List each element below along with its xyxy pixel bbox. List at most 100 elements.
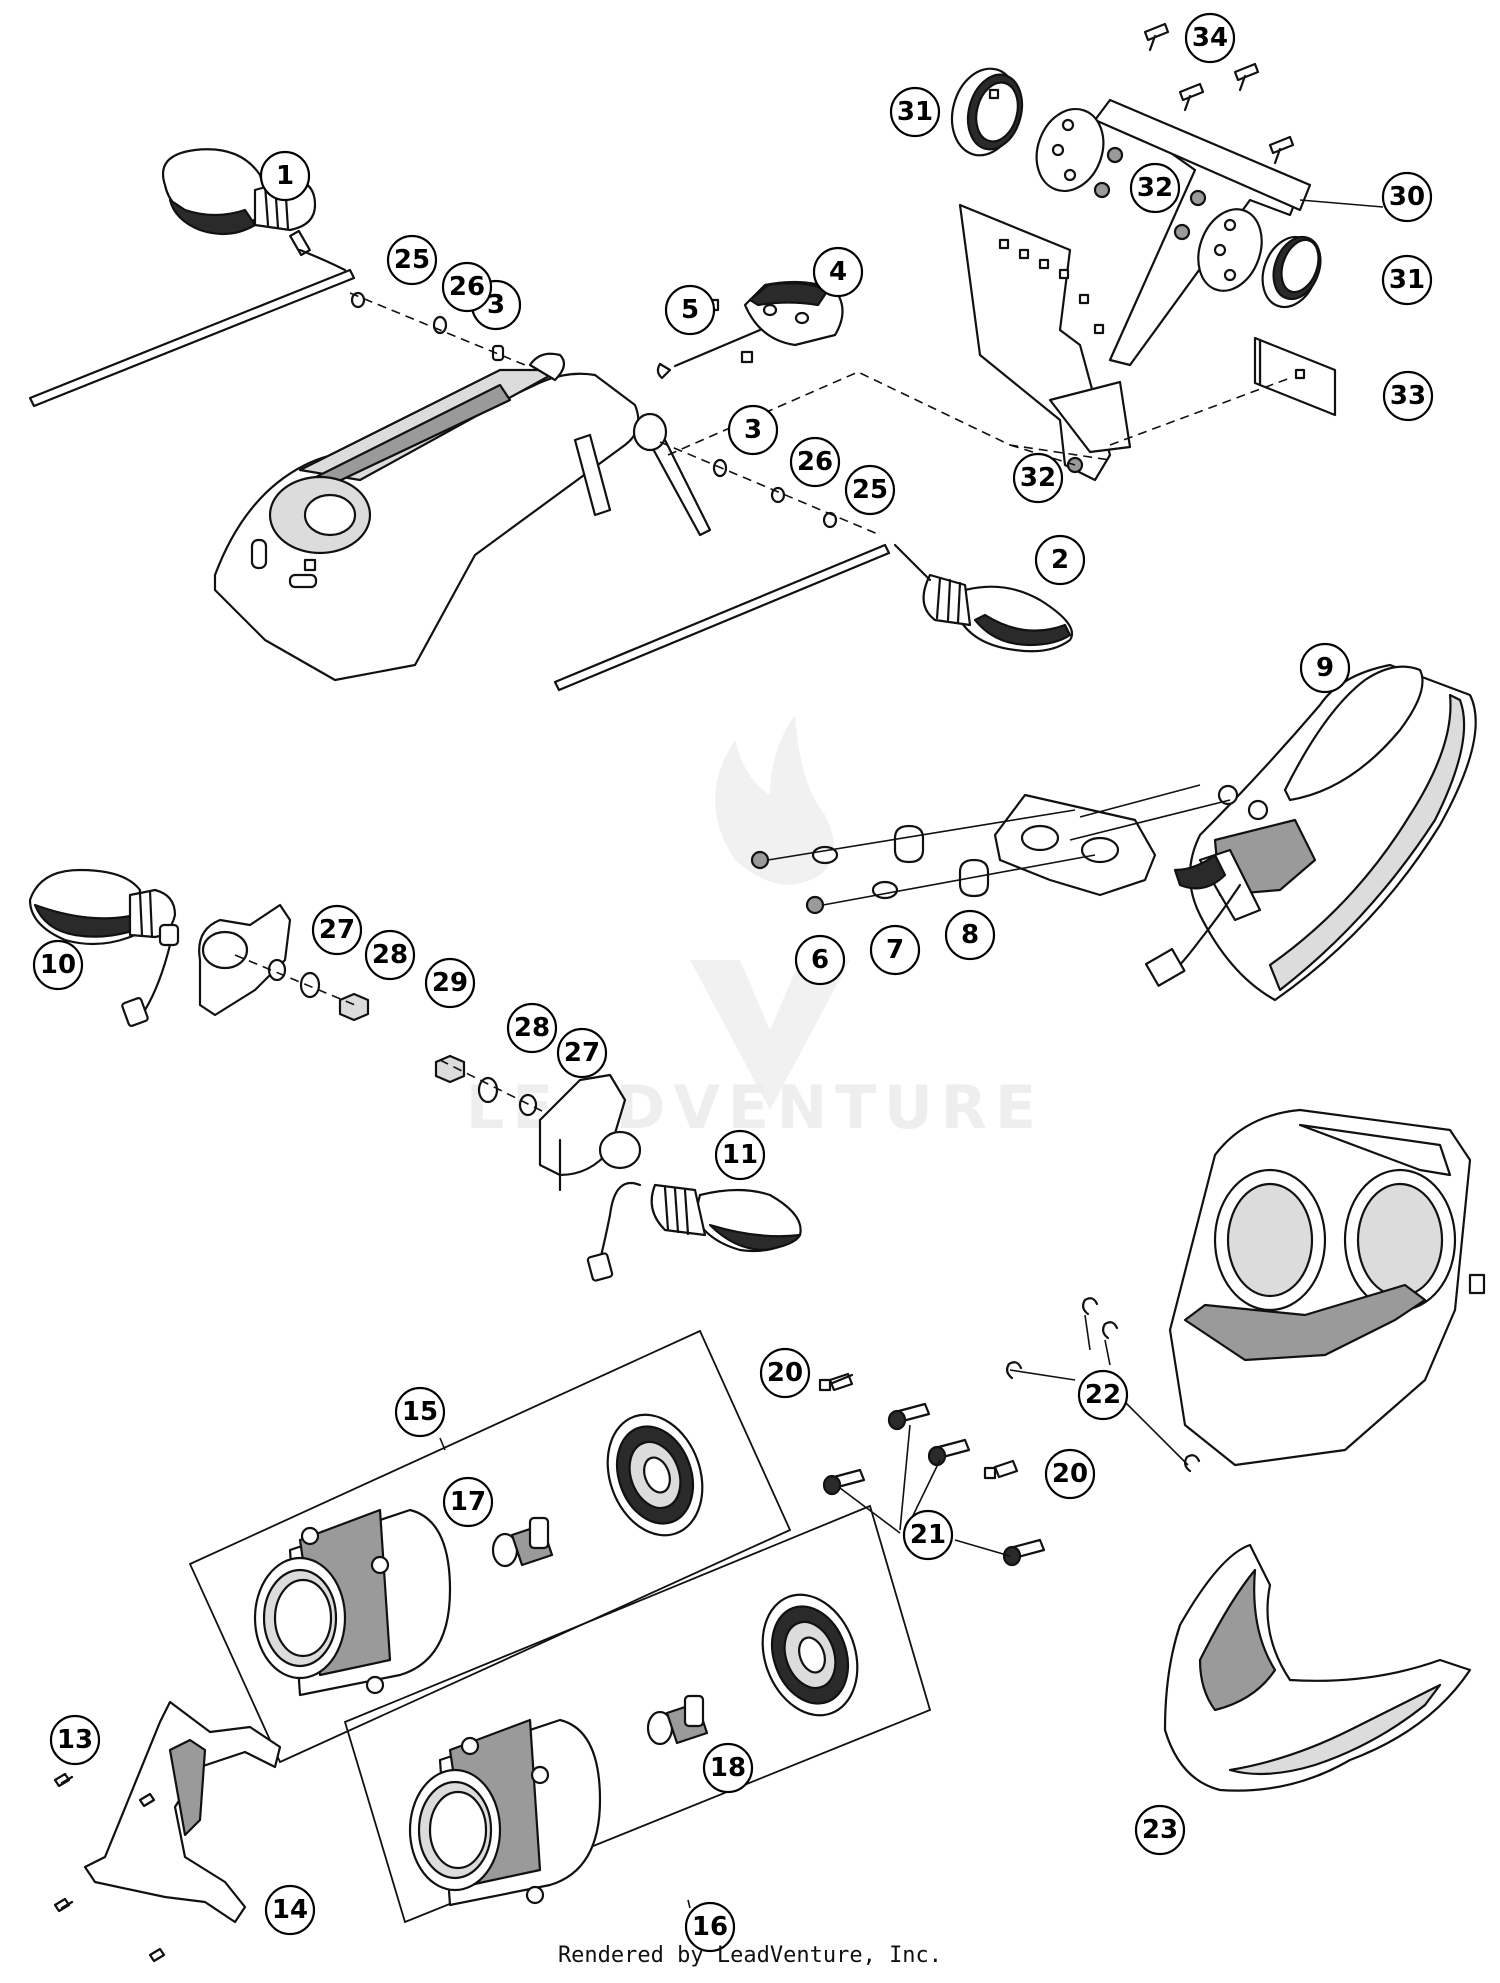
svg-text:33: 33	[1390, 381, 1426, 411]
bulb-17	[491, 1516, 554, 1568]
reflector-left	[950, 67, 1024, 157]
svg-text:15: 15	[402, 1397, 438, 1427]
callout-2: 2	[1034, 534, 1086, 586]
rubber-damper	[743, 280, 844, 347]
callout-3b: 3	[727, 404, 779, 456]
callout-34: 34	[1184, 12, 1236, 64]
callout-29: 29	[424, 957, 476, 1009]
callout-25a: 25	[386, 234, 438, 286]
reflector-right	[1261, 235, 1322, 309]
cable-rod-right	[553, 543, 891, 692]
headlight-cover-16	[761, 1593, 859, 1717]
callout-15: 15	[394, 1386, 446, 1438]
callout-11: 11	[714, 1129, 766, 1181]
svg-text:8: 8	[961, 920, 979, 950]
callout-26b: 26	[789, 436, 841, 488]
headlight-bracket-14	[83, 1700, 282, 1924]
headlight-housing	[1168, 1108, 1486, 1467]
svg-text:23: 23	[1142, 1815, 1178, 1845]
screw-20-upper	[818, 1372, 854, 1392]
callout-1: 1	[259, 150, 311, 202]
svg-text:18: 18	[710, 1753, 746, 1783]
svg-text:13: 13	[57, 1725, 93, 1755]
indicator-front-left	[162, 148, 347, 272]
svg-text:31: 31	[897, 97, 933, 127]
washer-7	[811, 845, 899, 900]
washer-28-right	[477, 1076, 499, 1104]
svg-text:11: 11	[722, 1140, 758, 1170]
washer-27-right	[518, 1093, 538, 1117]
callout-16: 16	[684, 1901, 736, 1953]
svg-text:14: 14	[272, 1895, 308, 1925]
bulb-18	[646, 1694, 709, 1746]
svg-text:10: 10	[40, 950, 76, 980]
callout-6: 6	[794, 934, 846, 986]
indicator-rear-right-bracket	[538, 1073, 642, 1192]
headlight-16	[408, 1718, 602, 1907]
indicator-mount-bracket	[213, 352, 712, 682]
bolts-21	[822, 1402, 1046, 1567]
svg-text:25: 25	[852, 475, 888, 505]
svg-text:28: 28	[514, 1013, 550, 1043]
callout-27a: 27	[311, 904, 363, 956]
footer-credit: Rendered by LeadVenture, Inc.	[557, 1943, 943, 1968]
callout-32a: 32	[1129, 162, 1181, 214]
nut-29b	[434, 1054, 466, 1084]
callout-10: 10	[32, 939, 84, 991]
svg-text:20: 20	[767, 1358, 803, 1388]
svg-text:5: 5	[681, 295, 699, 325]
callout-17: 17	[442, 1476, 494, 1528]
indicator-front-right	[893, 543, 1073, 653]
svg-text:3: 3	[744, 415, 762, 445]
headlight-15	[253, 1508, 452, 1697]
callout-31a: 31	[889, 86, 941, 138]
callout-4: 4	[812, 246, 864, 298]
callout-9: 9	[1299, 642, 1351, 694]
tail-light-bracket	[993, 793, 1157, 897]
callout-25b: 25	[844, 464, 896, 516]
svg-text:26: 26	[449, 272, 485, 302]
svg-text:27: 27	[319, 915, 355, 945]
nuts-32	[1066, 146, 1207, 474]
callout-5: 5	[664, 284, 716, 336]
headlight-group-15-frame	[188, 1329, 792, 1764]
callout-26a: 26	[441, 261, 493, 313]
callout-31b: 31	[1381, 254, 1433, 306]
svg-text:26: 26	[797, 447, 833, 477]
callout-28b: 28	[506, 1002, 558, 1054]
callout-20a: 20	[759, 1347, 811, 1399]
indicator-rear-left-bracket	[198, 903, 292, 1017]
screws-34	[1143, 22, 1295, 165]
license-plate-holder	[958, 98, 1312, 482]
svg-text:31: 31	[1389, 265, 1425, 295]
callout-8: 8	[944, 909, 996, 961]
svg-text:3: 3	[487, 290, 505, 320]
svg-text:32: 32	[1020, 463, 1056, 493]
svg-text:16: 16	[692, 1912, 728, 1942]
front-cowl-23	[1163, 1543, 1472, 1792]
svg-text:32: 32	[1137, 173, 1173, 203]
svg-text:28: 28	[372, 940, 408, 970]
callout-13: 13	[49, 1714, 101, 1766]
svg-text:34: 34	[1192, 23, 1228, 53]
svg-text:7: 7	[886, 935, 904, 965]
callout-27b: 27	[556, 1027, 608, 1079]
svg-text:21: 21	[910, 1520, 946, 1550]
callout-22: 22	[1077, 1369, 1129, 1421]
svg-text:27: 27	[564, 1038, 600, 1068]
svg-text:6: 6	[811, 945, 829, 975]
svg-text:1: 1	[276, 161, 294, 191]
cable-rod-left	[28, 268, 356, 408]
indicator-rear-right	[586, 1182, 802, 1282]
callout-28a: 28	[364, 929, 416, 981]
reflector-mount-plate-right	[1197, 208, 1263, 292]
callout-18: 18	[702, 1742, 754, 1794]
svg-text:30: 30	[1389, 182, 1425, 212]
callout-33: 33	[1382, 370, 1434, 422]
svg-text:2: 2	[1051, 545, 1069, 575]
reflector-mount-plate-left	[1035, 107, 1105, 193]
clips-22	[1005, 1297, 1201, 1473]
callout-30: 30	[1381, 171, 1433, 223]
callout-20b: 20	[1044, 1448, 1096, 1500]
